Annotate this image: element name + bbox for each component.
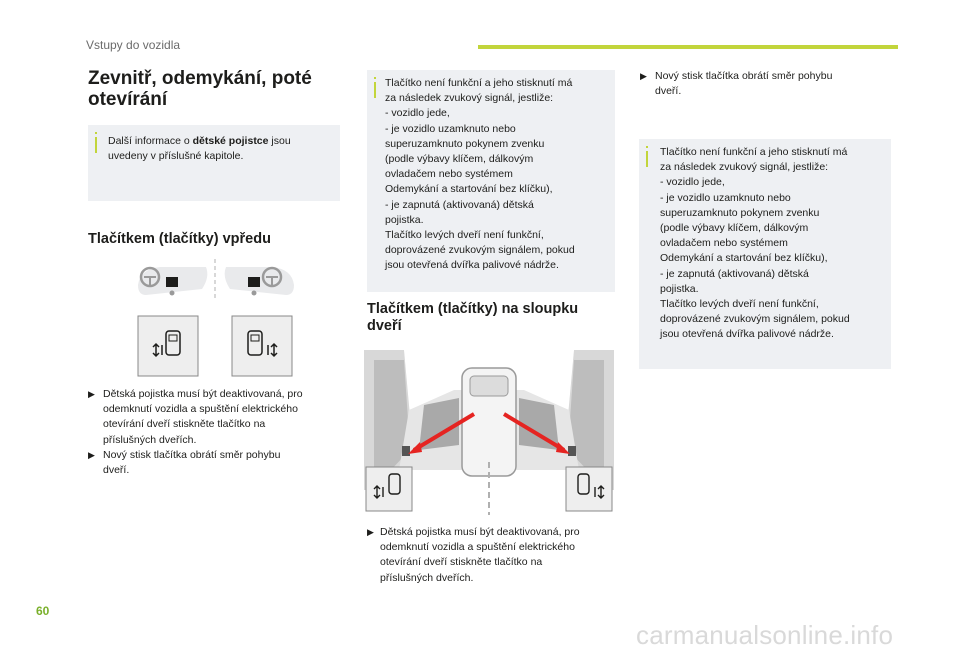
- note-box-warning-right: Tlačítko není funkční a jeho stisknutí m…: [639, 139, 891, 369]
- note-text: Další informace o dětské pojistce jsou u…: [108, 135, 291, 163]
- list-item: otevírání dveří stiskněte tlačítko na: [103, 418, 266, 431]
- list-item: Dětská pojistka musí být deaktivovaná, p…: [380, 526, 580, 538]
- list-item: příslušných dveřích.: [103, 433, 197, 446]
- list-item: Nový stisk tlačítka obrátí směr pohybu: [103, 448, 281, 461]
- list-item: otevírání dveří stiskněte tlačítko na: [380, 556, 543, 569]
- section-front-title: Tlačítkem (tlačítky) vpředu: [88, 231, 271, 247]
- checkbox-arrow-icon: ▶: [640, 71, 647, 81]
- pillar-bullet-list: ▶ Dětská pojistka musí být deaktivovaná,…: [367, 525, 617, 587]
- page-title: Zevnitř, odemykání, poté otevírání: [88, 68, 338, 110]
- list-item: odemknutí vozidla a spuštění elektrickéh…: [380, 541, 575, 554]
- header-accent-bar: [478, 45, 898, 49]
- info-icon: [646, 146, 648, 167]
- front-bullet-list: ▶ Dětská pojistka musí být deaktivovaná,…: [88, 387, 350, 482]
- list-item: Nový stisk tlačítka obrátí směr pohybu: [655, 70, 833, 82]
- list-item: dveří.: [655, 85, 682, 98]
- list-item: Dětská pojistka musí být deaktivovaná, p…: [103, 388, 303, 400]
- right-bullet-list: ▶ Nový stisk tlačítka obrátí směr pohybu…: [640, 69, 890, 101]
- info-icon: [374, 77, 376, 98]
- checkbox-arrow-icon: ▶: [88, 389, 95, 399]
- list-item: dveří.: [103, 464, 130, 476]
- list-item: příslušných dveřích.: [380, 571, 474, 584]
- note-bold-term: dětské pojistce: [192, 135, 269, 147]
- page-title-line-2: otevírání: [88, 89, 168, 110]
- info-icon: [95, 132, 97, 153]
- watermark: carmanualsonline.info: [636, 620, 894, 650]
- list-item: odemknutí vozidla a spuštění elektrickéh…: [103, 403, 298, 416]
- van-door-pillar-buttons-figure: [364, 350, 614, 515]
- section-title: Vstupy do vozidla: [86, 38, 181, 52]
- checkbox-arrow-icon: ▶: [367, 527, 374, 537]
- checkbox-arrow-icon: ▶: [88, 449, 95, 460]
- note-box-child-lock: Další informace o dětské pojistce jsou u…: [88, 125, 340, 201]
- section-pillar-title: Tlačítkem (tlačítky) na sloupku dveří: [367, 301, 579, 334]
- dashboard-buttons-figure: [137, 259, 294, 377]
- page-number: 60: [36, 604, 50, 618]
- page-title-line-1: Zevnitř, odemykání, poté: [88, 68, 312, 89]
- note-box-warning-left: Tlačítko není funkční a jeho stisknutí m…: [367, 70, 615, 292]
